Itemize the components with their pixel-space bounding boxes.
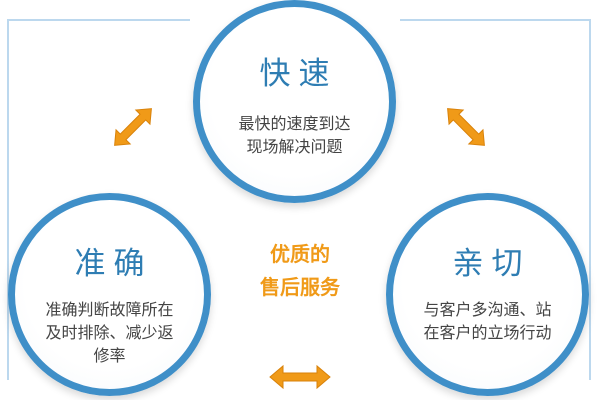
circle-accurate-line-3: 修率	[93, 346, 126, 365]
circle-fast-line-1: 最快的速度到达	[238, 114, 351, 133]
center-label-line-1: 优质的	[270, 242, 330, 266]
circle-friendly-line-1: 与客户多沟通、站	[423, 300, 552, 319]
circle-friendly-line-2: 在客户的立场行动	[423, 323, 552, 342]
circle-fast-line-2: 现场解决问题	[246, 137, 343, 156]
circle-friendly-description: 与客户多沟通、站 在客户的立场行动	[393, 298, 582, 344]
double-arrow-icon	[114, 108, 152, 146]
circle-fast-description: 最快的速度到达 现场解决问题	[200, 112, 389, 158]
double-arrow-icon	[447, 108, 485, 146]
circle-accurate-line-1: 准确判断故障所在	[45, 300, 174, 319]
circle-accurate: 准确 准确判断故障所在 及时排除、减少返 修率	[8, 193, 211, 396]
center-label: 优质的 售后服务	[232, 238, 368, 304]
double-arrow-icon	[269, 364, 331, 390]
circle-accurate-description: 准确判断故障所在 及时排除、减少返 修率	[15, 298, 204, 367]
circle-accurate-line-2: 及时排除、减少返	[45, 323, 174, 342]
center-label-line-2: 售后服务	[260, 275, 340, 299]
circle-accurate-title: 准确	[74, 246, 153, 282]
circle-fast-title: 快速	[259, 56, 338, 92]
circle-friendly: 亲切 与客户多沟通、站 在客户的立场行动	[386, 193, 589, 396]
circle-fast: 快速 最快的速度到达 现场解决问题	[193, 0, 396, 203]
circle-friendly-title: 亲切	[452, 246, 531, 282]
